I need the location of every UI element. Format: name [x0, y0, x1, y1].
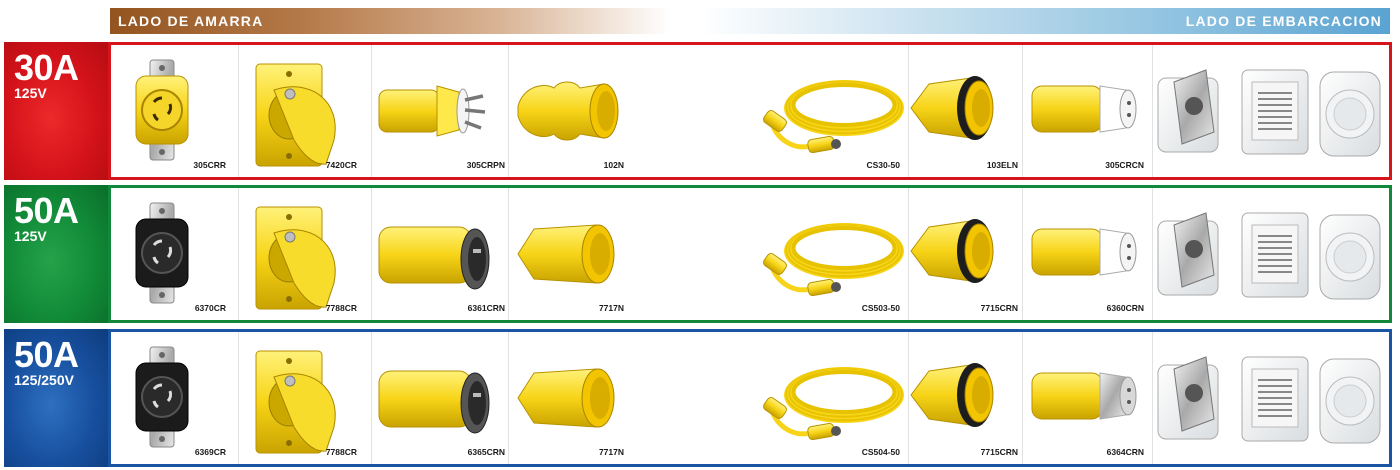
product-cordset-image [763, 223, 904, 297]
shore-power-inlet-icon [1157, 212, 1381, 300]
product-code-label: 6360CRN [1106, 303, 1144, 313]
amperage-label: 50A [14, 334, 79, 375]
product-receptacle-image [135, 202, 189, 304]
product-connector-image [1031, 372, 1137, 420]
cell-divider [908, 188, 909, 320]
product-code-label: 7717N [598, 303, 624, 313]
product-row-30a-125v: 30A 125V 305CRR 7420CR 305CRPN 102N CS30-50 1… [4, 42, 1392, 180]
cell-divider [908, 332, 909, 464]
cell-divider [508, 45, 509, 177]
cell-divider [1022, 188, 1023, 320]
product-code-label: 305CRPN [466, 160, 505, 170]
product-boot-collar-image [910, 363, 994, 427]
product-plug-image [378, 226, 490, 290]
cell-divider [908, 45, 909, 177]
product-code-label: 6361CRN [467, 303, 505, 313]
product-code-label: 7715CRN [980, 447, 1018, 457]
cell-divider [238, 45, 239, 177]
product-code-label: 6370CR [194, 303, 226, 313]
product-weather-boot-image [517, 224, 615, 284]
product-cordset-image [763, 367, 904, 441]
cell-divider [371, 332, 372, 464]
product-code-label: 7715CRN [980, 303, 1018, 313]
product-weather-boot-image [517, 81, 619, 141]
voltage-label: 125V [14, 228, 47, 244]
product-plug-image [378, 85, 486, 137]
product-code-label: 103ELN [986, 160, 1018, 170]
cell-divider [1152, 332, 1153, 464]
cell-divider [508, 188, 509, 320]
product-cover-plate-image [255, 63, 336, 167]
shore-side-label: LADO DE AMARRA [118, 13, 264, 29]
product-weather-boot-image [517, 368, 615, 428]
cell-divider [1022, 45, 1023, 177]
shore-power-inlet-icon [1157, 69, 1381, 157]
product-receptacle-image [135, 346, 189, 448]
product-connector-image [1031, 85, 1137, 133]
product-plug-image [378, 370, 490, 434]
cell-divider [1152, 188, 1153, 320]
amperage-label: 30A [14, 47, 79, 88]
product-code-label: CS30-50 [866, 160, 900, 170]
product-cordset-image [763, 80, 904, 154]
product-code-label: 7420CR [325, 160, 357, 170]
product-code-label: CS504-50 [861, 447, 900, 457]
amperage-label: 50A [14, 190, 79, 231]
product-cover-plate-image [255, 206, 336, 310]
cell-divider [508, 332, 509, 464]
product-code-label: 305CRR [193, 160, 226, 170]
product-code-label: 6365CRN [467, 447, 505, 457]
product-code-label: 7788CR [325, 447, 357, 457]
product-row-50a-125-250v: 50A 125/250V 6369CR 7788CR 6365CRN 7717N CS5… [4, 329, 1392, 467]
product-code-label: 102N [603, 160, 624, 170]
cell-divider [1152, 45, 1153, 177]
boat-side-label: LADO DE EMBARCACION [1185, 13, 1382, 29]
rating-badge: 50A 125/250V [4, 329, 108, 467]
product-code-label: 7717N [598, 447, 624, 457]
product-code-label: 6369CR [194, 447, 226, 457]
product-row-50a-125v: 50A 125V 6370CR 7788CR 6361CRN 7717N CS503-5… [4, 185, 1392, 323]
cell-divider [238, 332, 239, 464]
voltage-label: 125V [14, 85, 47, 101]
product-connector-image [1031, 228, 1137, 276]
rating-badge: 50A 125V [4, 185, 108, 323]
product-code-label: CS503-50 [861, 303, 900, 313]
shore-power-inlet-icon [1157, 356, 1381, 444]
product-cover-plate-image [255, 350, 336, 454]
boat-side-header: LADO DE EMBARCACION [700, 8, 1390, 34]
cell-divider [371, 188, 372, 320]
product-receptacle-image [135, 59, 189, 161]
rating-badge: 30A 125V [4, 42, 108, 180]
voltage-label: 125/250V [14, 372, 74, 388]
product-code-label: 7788CR [325, 303, 357, 313]
product-code-label: 305CRCN [1105, 160, 1144, 170]
shore-side-header: LADO DE AMARRA [110, 8, 670, 34]
cell-divider [238, 188, 239, 320]
cell-divider [371, 45, 372, 177]
product-boot-collar-image [910, 219, 994, 283]
product-code-label: 6364CRN [1106, 447, 1144, 457]
product-boot-collar-image [910, 76, 994, 140]
cell-divider [1022, 332, 1023, 464]
